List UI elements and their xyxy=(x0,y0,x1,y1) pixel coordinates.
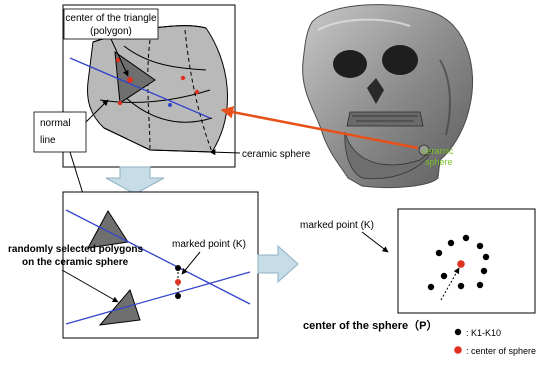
midpoint xyxy=(175,279,181,285)
marked-point-label-mid: marked point (K) xyxy=(172,239,246,250)
random-polygons-label-1: randomly selected polygons xyxy=(8,244,143,255)
legend-black-label: : K1-K10 xyxy=(466,328,501,338)
triangle-center-point xyxy=(127,77,133,83)
normal-line-label-1: normal xyxy=(40,118,71,129)
marked-point-1 xyxy=(175,265,181,271)
ceramic-sphere-label: ceramic sphere xyxy=(242,149,311,160)
marked-point-arrow-right xyxy=(362,232,388,252)
triangle-center-label-2: (polygon) xyxy=(90,26,132,37)
legend-black-dot xyxy=(455,329,461,335)
marked-point-label-right: marked point (K) xyxy=(300,220,374,231)
point-k10 xyxy=(428,284,434,290)
point-k9 xyxy=(441,273,447,279)
point-k5 xyxy=(483,254,489,260)
point-k2 xyxy=(448,240,454,246)
legend-red-dot xyxy=(454,346,462,354)
ceramic-sphere-skull-label-2: sphere xyxy=(425,157,453,167)
triangle-center-label-1: center of the triangle xyxy=(65,13,157,24)
center-of-sphere-label: center of the sphere（P） xyxy=(303,319,437,332)
left-eye-socket xyxy=(333,50,367,78)
point-k1 xyxy=(436,250,442,256)
points-panel xyxy=(398,209,535,313)
right-flow-arrow xyxy=(258,246,298,282)
legend: : K1-K10 : center of sphere xyxy=(454,328,536,356)
legend-red-label: : center of sphere xyxy=(466,346,536,356)
ceramic-sphere-skull-label-1: ceramic xyxy=(422,146,454,156)
point-k7 xyxy=(477,282,483,288)
point-k6 xyxy=(481,268,487,274)
point-k3 xyxy=(463,235,469,241)
random-polygons-label-2: on the ceramic sphere xyxy=(22,257,129,268)
down-flow-arrow xyxy=(106,167,164,194)
point-k8 xyxy=(458,283,464,289)
normal-line-label-2: line xyxy=(40,135,56,146)
marked-point-2 xyxy=(175,293,181,299)
sphere-center-point xyxy=(457,260,465,268)
right-eye-socket xyxy=(382,45,418,75)
point-k4 xyxy=(477,243,483,249)
